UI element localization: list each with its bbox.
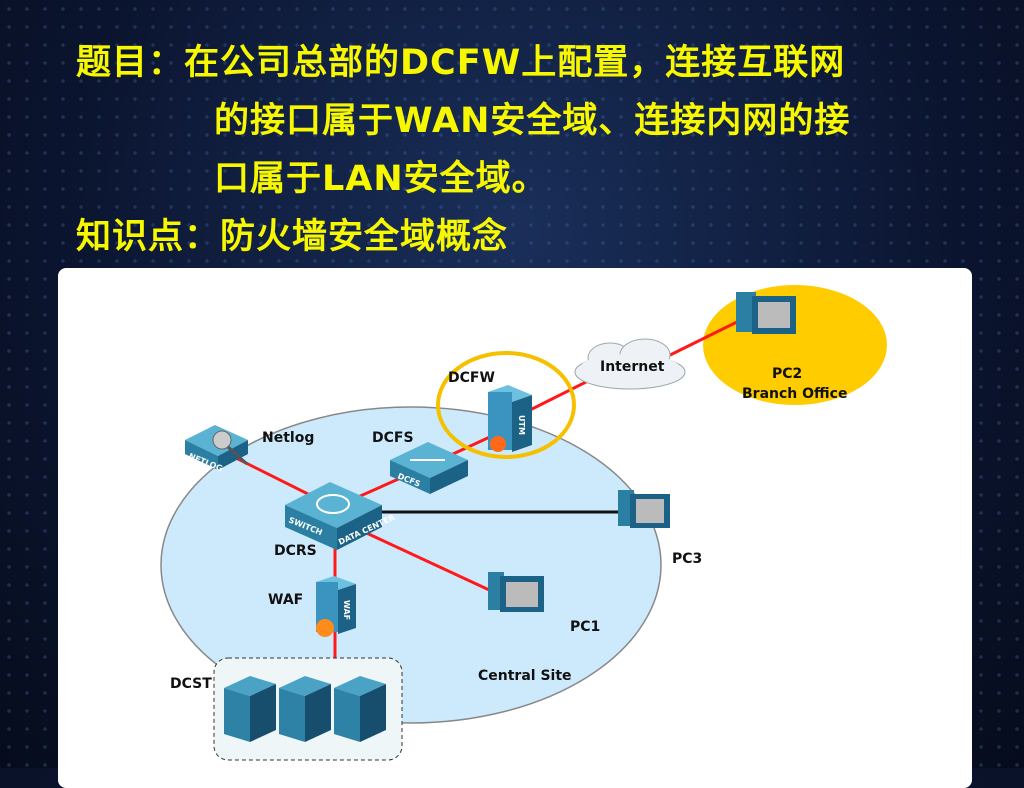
label-pc3: PC3	[672, 551, 702, 567]
title-line-2: 的接口属于WAN安全域、连接内网的接	[214, 101, 851, 141]
network-diagram: NETLOG DCFS SWITCH DATA CENTER UTM	[160, 285, 887, 761]
label-dcrs: DCRS	[274, 543, 317, 559]
pc3-icon	[618, 490, 670, 528]
cloud-icon	[574, 338, 686, 390]
title-line-3: 口属于LAN安全域。	[214, 159, 548, 199]
knowledge-point: 知识点：防火墙安全域概念	[76, 217, 509, 257]
dcfw-highlight	[436, 351, 576, 459]
link-dcrs-pc1	[359, 528, 501, 597]
server-icon	[224, 676, 386, 742]
svg-text:UTM: UTM	[517, 415, 526, 435]
pc2-icon	[736, 292, 796, 334]
pc1-icon	[488, 572, 544, 612]
svg-text:WAF: WAF	[342, 600, 351, 620]
label-branch-office: Branch Office	[742, 386, 847, 402]
label-central-site: Central Site	[478, 668, 572, 684]
label-internet: Internet	[600, 359, 665, 375]
firewall-utm-icon: UTM	[488, 385, 532, 452]
label-dcfs: DCFS	[372, 430, 414, 446]
label-dcfw: DCFW	[448, 370, 495, 386]
central-site-zone	[160, 406, 662, 724]
label-dcst: DCST	[170, 676, 212, 692]
title-line-1: 题目：在公司总部的DCFW上配置，连接互联网	[76, 43, 846, 83]
label-pc1: PC1	[570, 619, 600, 635]
waf-icon: WAF	[316, 576, 356, 637]
globe-icon	[316, 619, 334, 637]
dcfs-icon: DCFS	[390, 442, 468, 494]
link-internet-pc2	[659, 316, 746, 362]
label-pc2: PC2	[772, 366, 802, 382]
label-netlog: Netlog	[262, 430, 314, 446]
flame-icon	[490, 436, 506, 452]
label-waf: WAF	[268, 592, 303, 608]
